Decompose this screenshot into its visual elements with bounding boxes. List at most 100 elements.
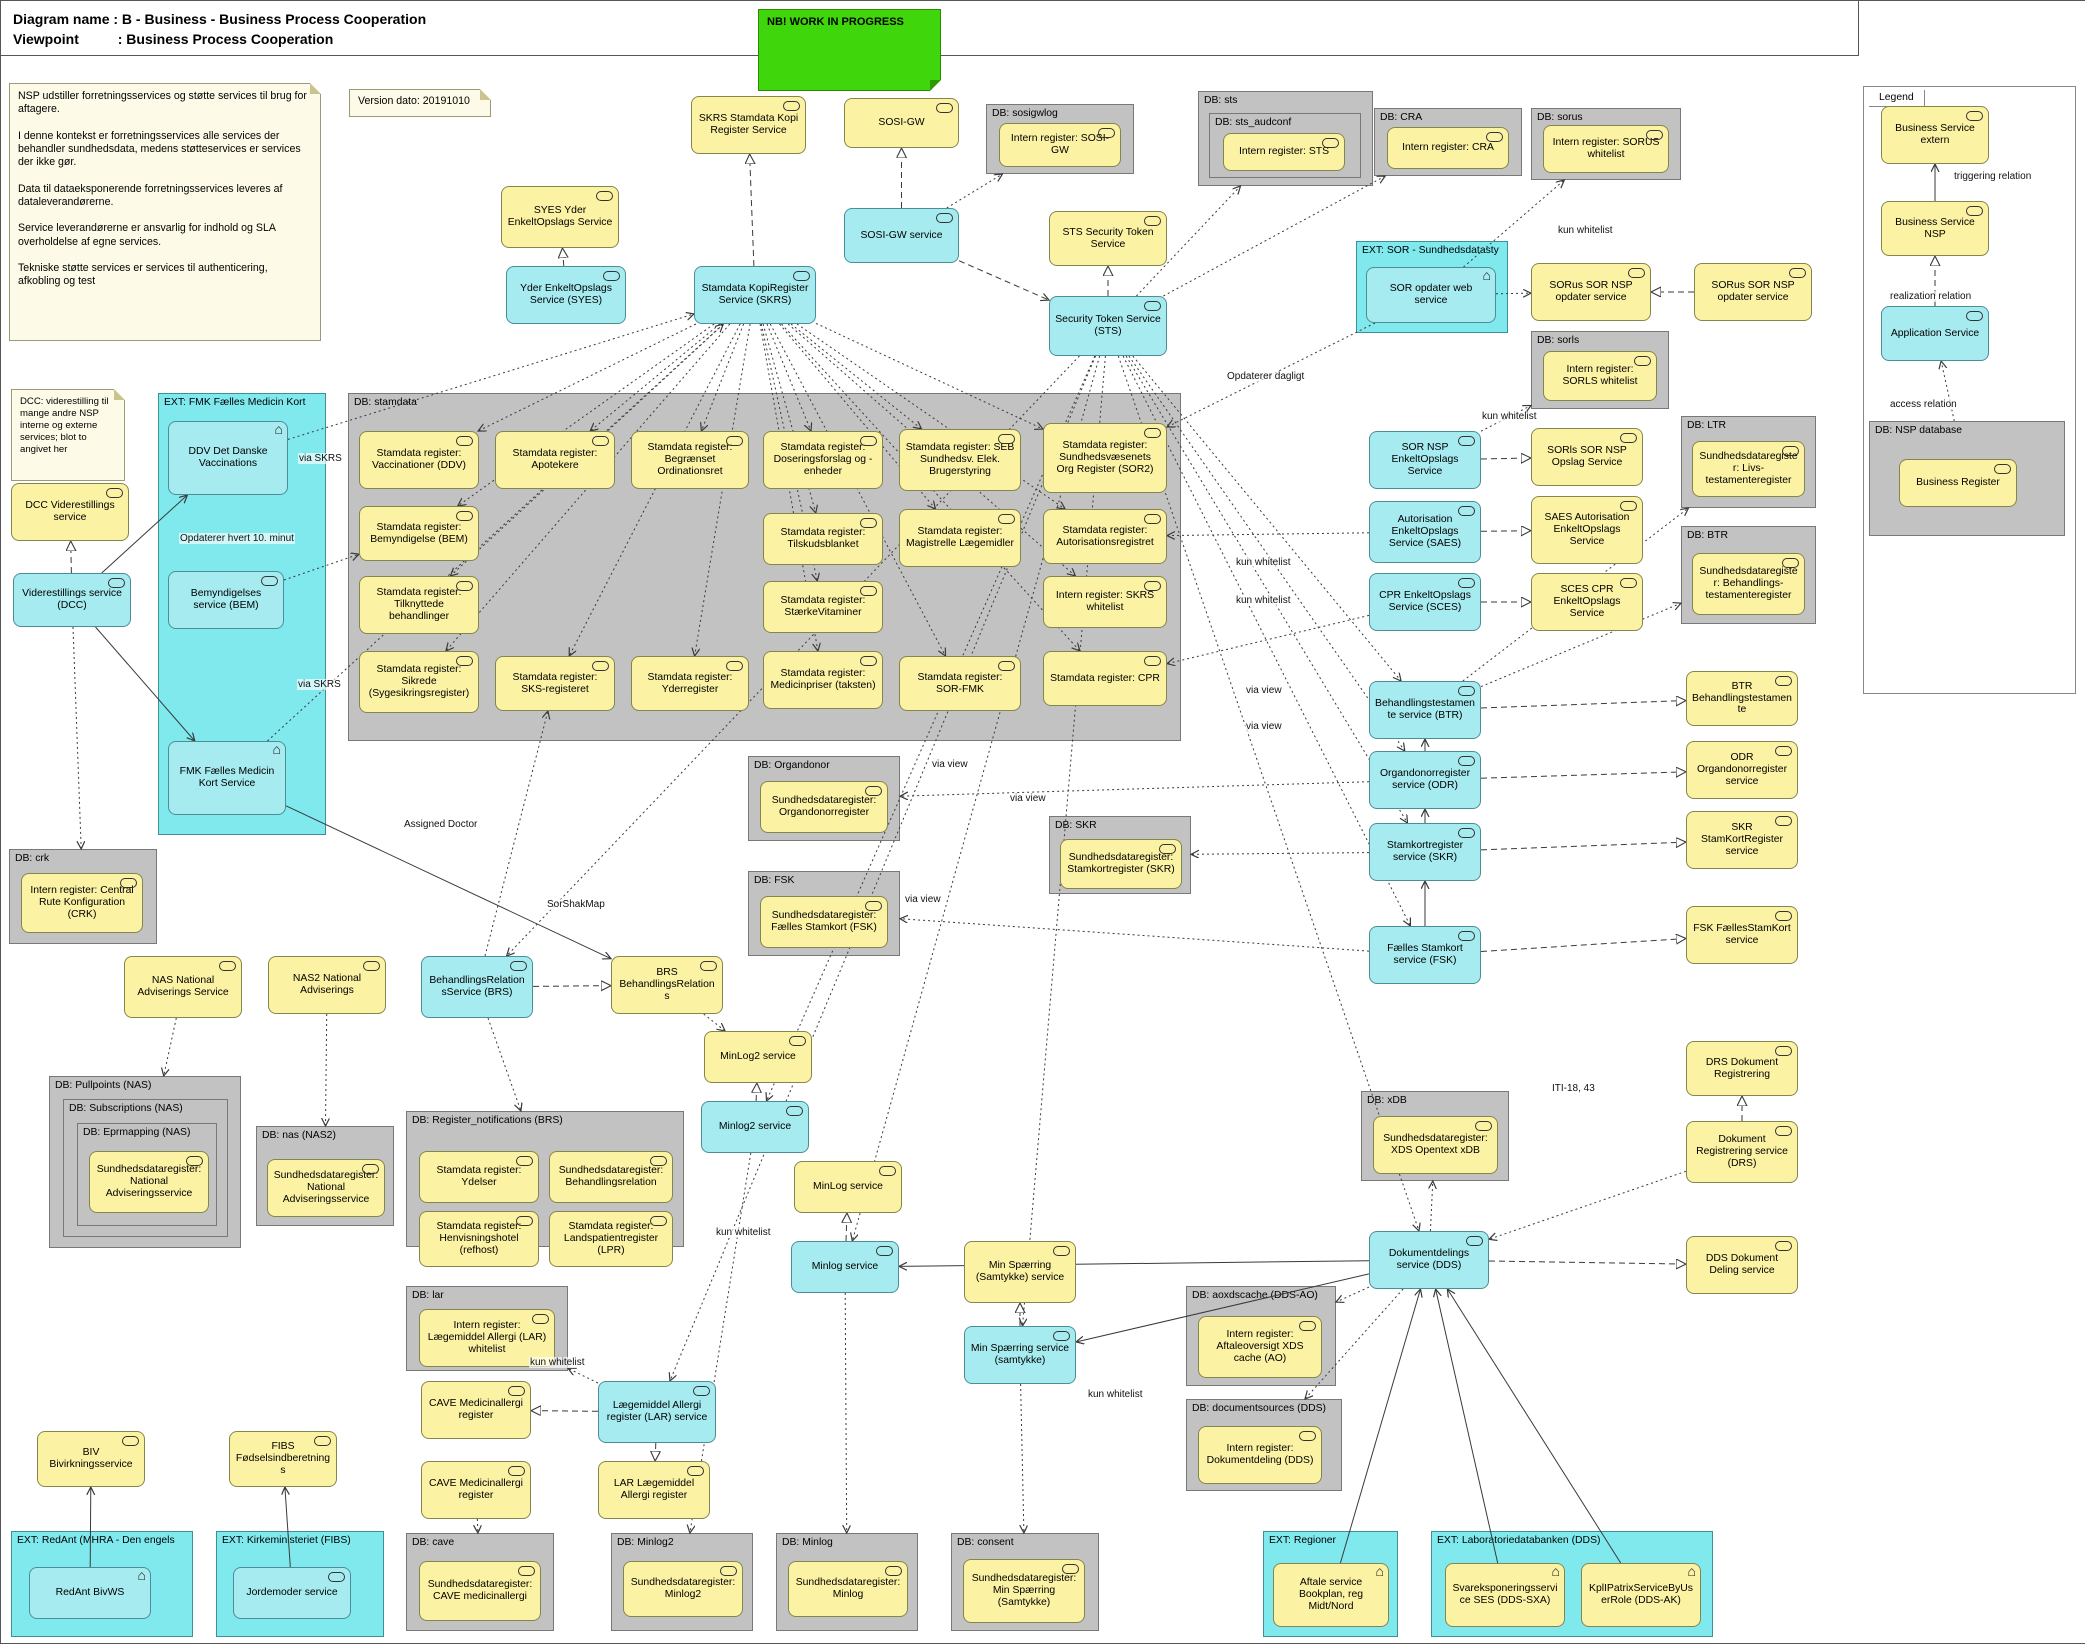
node-cpr-sces[interactable]: CPR EnkeltOpslags Service (SCES) bbox=[1369, 573, 1481, 631]
node-leg-breg[interactable]: Business Register bbox=[1899, 459, 2017, 507]
node-reg-sorus[interactable]: Intern register: SORUS whitelist bbox=[1543, 125, 1669, 173]
node-reg-skr[interactable]: Sundhedsdataregister: Stamkortregister (… bbox=[1060, 839, 1182, 889]
node-fmk-service[interactable]: FMK Fælles Medicin Kort Service⌂ bbox=[168, 741, 286, 815]
node-sd-seb[interactable]: Stamdata register: SEB Sundhedsv. Elek. … bbox=[899, 429, 1021, 491]
node-leg-bse[interactable]: Business Service extern bbox=[1881, 106, 1989, 164]
node-cave1[interactable]: CAVE Medicinallergi register bbox=[421, 1381, 531, 1439]
node-reg-btr[interactable]: Sundhedsdataregister: Behandlings-testam… bbox=[1692, 553, 1805, 615]
node-leg-bsn[interactable]: Business Service NSP bbox=[1881, 201, 1989, 256]
node-reg-dds[interactable]: Intern register: Dokumentdeling (DDS) bbox=[1198, 1426, 1322, 1484]
node-reg-ydelser[interactable]: Stamdata register: Ydelser bbox=[419, 1151, 539, 1203]
node-bem-service[interactable]: Bemyndigelses service (BEM) bbox=[168, 571, 284, 629]
node-brs-y[interactable]: BRS BehandlingsRelations bbox=[611, 956, 723, 1014]
node-autorisation-saes[interactable]: Autorisation EnkeltOpslags Service (SAES… bbox=[1369, 501, 1481, 563]
node-reg-fsk[interactable]: Sundhedsdataregister: Fælles Stamkort (F… bbox=[760, 896, 888, 948]
node-sd-auth[interactable]: Stamdata register: Autorisationsregistre… bbox=[1043, 509, 1167, 564]
node-reg-henvis[interactable]: Stamdata register: Henvisningshotel (ref… bbox=[419, 1211, 539, 1267]
node-reg-cave[interactable]: Sundhedsdataregister: CAVE medicinallerg… bbox=[419, 1561, 541, 1621]
node-brs-service[interactable]: BehandlingsRelationsService (BRS) bbox=[421, 956, 533, 1018]
node-reg-organdonor[interactable]: Sundhedsdataregister: Organdonorregister bbox=[760, 781, 888, 833]
node-sosi-gw-service[interactable]: SOSI-GW service bbox=[844, 208, 959, 263]
node-sts-security[interactable]: STS Security Token Service bbox=[1049, 211, 1167, 266]
node-reg-lpr[interactable]: Stamdata register: Landspatientregister … bbox=[549, 1211, 673, 1267]
node-syes-yder[interactable]: SYES Yder EnkeltOpslags Service bbox=[501, 186, 619, 248]
node-dds-service[interactable]: Dokumentdelings service (DDS) bbox=[1369, 1231, 1489, 1289]
node-reg-sts[interactable]: Intern register: STS bbox=[1223, 133, 1345, 171]
node-sd-apo[interactable]: Stamdata register: Apotekere bbox=[495, 431, 615, 489]
node-sd-staerke[interactable]: Stamdata register: StærkeVitaminer bbox=[763, 581, 883, 633]
node-jordemoder[interactable]: Jordemoder service bbox=[233, 1567, 351, 1619]
node-yder-syes[interactable]: Yder EnkeltOpslags Service (SYES) bbox=[506, 266, 626, 324]
node-sorus-sor-1[interactable]: SORus SOR NSP opdater service bbox=[1531, 263, 1651, 321]
node-sd-tilskud[interactable]: Stamdata register: Tilskudsblanket bbox=[763, 513, 883, 565]
node-ddv-det[interactable]: DDV Det Danske Vaccinations⌂ bbox=[168, 421, 288, 495]
node-sorus-sor-2[interactable]: SORus SOR NSP opdater service bbox=[1694, 263, 1812, 321]
node-sor-opdater[interactable]: SOR opdater web service⌂ bbox=[1366, 267, 1496, 323]
node-sd-sorfmk[interactable]: Stamdata register: SOR-FMK bbox=[899, 656, 1021, 711]
node-sd-med[interactable]: Stamdata register: Medicinpriser (takste… bbox=[763, 651, 883, 709]
node-sces[interactable]: SCES CPR EnkeltOpslags Service bbox=[1531, 573, 1643, 631]
node-cave2[interactable]: CAVE Medicinallergi register bbox=[421, 1461, 531, 1519]
node-sd-sikrede[interactable]: Stamdata register: Sikrede (Sygesikrings… bbox=[359, 651, 479, 713]
node-viderestillings-dcc[interactable]: Viderestillings service (DCC) bbox=[13, 573, 131, 627]
node-sosi-gw-y[interactable]: SOSI-GW bbox=[844, 98, 959, 148]
node-kpll[interactable]: KplIPatrixServiceByUserRole (DDS-AK)⌂ bbox=[1581, 1563, 1701, 1627]
node-reg-sorls[interactable]: Intern register: SORLS whitelist bbox=[1543, 351, 1657, 401]
node-lar-service[interactable]: Lægemiddel Allergi register (LAR) servic… bbox=[598, 1381, 716, 1443]
node-stamdata-skrs[interactable]: Stamdata KopiRegister Service (SKRS) bbox=[694, 266, 816, 324]
node-reg-nas2[interactable]: Sundhedsdataregister: National Adviserin… bbox=[267, 1159, 385, 1217]
node-reg-nas[interactable]: Sundhedsdataregister: National Adviserin… bbox=[89, 1151, 209, 1213]
node-sd-ddv[interactable]: Stamdata register: Vaccinationer (DDV) bbox=[359, 431, 479, 489]
node-security-sts[interactable]: Security Token Service (STS) bbox=[1049, 296, 1167, 356]
node-sd-tilkn[interactable]: Stamdata register: Tilknyttede behandlin… bbox=[359, 576, 479, 634]
node-reg-ltr[interactable]: Sundhedsdataregister: Livs-testamentereg… bbox=[1692, 441, 1805, 497]
node-reg-cra[interactable]: Intern register: CRA bbox=[1387, 127, 1509, 169]
node-sd-dos[interactable]: Stamdata register: Doseringsforslag og -… bbox=[763, 431, 883, 489]
node-minsp-c[interactable]: Min Spærring service (samtykke) bbox=[964, 1326, 1076, 1384]
node-leg-as[interactable]: Application Service bbox=[1881, 306, 1989, 361]
node-reg-consent[interactable]: Sundhedsdataregister: Min Spærring (Samt… bbox=[963, 1559, 1085, 1623]
node-sd-begr[interactable]: Stamdata register: Begrænset Ordinations… bbox=[631, 431, 749, 489]
node-odr-service[interactable]: Organdonorregister service (ODR) bbox=[1369, 751, 1481, 809]
node-skr-y[interactable]: SKR StamKortRegister service bbox=[1686, 811, 1798, 869]
node-minlog-y[interactable]: MinLog service bbox=[794, 1161, 902, 1213]
node-int-skrs-wl[interactable]: Intern register: SKRS whitelist bbox=[1043, 576, 1167, 628]
node-sd-sor2[interactable]: Stamdata register: Sundhedsvæsenets Org … bbox=[1043, 423, 1167, 493]
node-biv[interactable]: BIV Bivirkningsservice bbox=[37, 1431, 145, 1487]
node-redant-bivws[interactable]: RedAnt BivWS⌂ bbox=[29, 1567, 151, 1619]
node-minlog2-y[interactable]: MinLog2 service bbox=[704, 1031, 812, 1083]
node-minlog2-c[interactable]: Minlog2 service bbox=[701, 1101, 809, 1153]
node-sd-mag[interactable]: Stamdata register: Magistrelle Lægemidle… bbox=[899, 509, 1021, 567]
node-reg-sosigw[interactable]: Intern register: SOSI-GW bbox=[999, 123, 1121, 167]
node-svarekspo[interactable]: Svareksponeringsservice SES (DDS-SXA)⌂ bbox=[1445, 1563, 1565, 1627]
node-reg-minlog2[interactable]: Sundhedsdataregister: Minlog2 bbox=[623, 1561, 743, 1617]
node-btr-service[interactable]: Behandlingstestamente service (BTR) bbox=[1369, 681, 1481, 739]
node-reg-crk[interactable]: Intern register: Central Rute Konfigurat… bbox=[21, 873, 143, 933]
node-sd-yder[interactable]: Stamdata register: Yderregister bbox=[631, 656, 749, 711]
node-legend-panel[interactable]: Legend bbox=[1863, 86, 2076, 694]
node-dds-y[interactable]: DDS Dokument Deling service bbox=[1686, 1236, 1798, 1294]
node-dcc-y[interactable]: DCC Viderestillings service bbox=[11, 483, 129, 541]
node-sorls-opslag[interactable]: SORls SOR NSP Opslag Service bbox=[1531, 428, 1643, 486]
node-sor-nsp[interactable]: SOR NSP EnkeltOpslags Service bbox=[1369, 431, 1481, 489]
node-fsk-y[interactable]: FSK FællesStamKort service bbox=[1686, 906, 1798, 964]
node-skrs-kopi[interactable]: SKRS Stamdata Kopi Register Service bbox=[691, 96, 806, 154]
node-fibs[interactable]: FIBS Fødselsindberetnings bbox=[229, 1431, 337, 1487]
node-skr-service[interactable]: Stamkortregister service (SKR) bbox=[1369, 823, 1481, 881]
node-nas[interactable]: NAS National Adviserings Service bbox=[124, 956, 242, 1018]
node-nas2[interactable]: NAS2 National Adviserings bbox=[268, 956, 386, 1014]
node-saes[interactable]: SAES Autorisation EnkeltOpslags Service bbox=[1531, 496, 1643, 564]
node-drs-service[interactable]: Dokument Registrering service (DRS) bbox=[1686, 1121, 1798, 1183]
node-odr-y[interactable]: ODR Organdonorregister service bbox=[1686, 741, 1798, 799]
node-sd-bem[interactable]: Stamdata register: Bemyndigelse (BEM) bbox=[359, 506, 479, 561]
node-btr-y[interactable]: BTR Behandlingstestamente bbox=[1686, 671, 1798, 726]
node-reg-minlog[interactable]: Sundhedsdataregister: Minlog bbox=[788, 1561, 908, 1617]
node-lar-y[interactable]: LAR Lægemiddel Allergi register bbox=[598, 1461, 710, 1519]
node-drs-y[interactable]: DRS Dokument Registrering bbox=[1686, 1041, 1798, 1096]
node-aftale-service[interactable]: Aftale service Bookplan, reg Midt/Nord⌂ bbox=[1273, 1563, 1389, 1627]
node-fsk-service[interactable]: Fælles Stamkort service (FSK) bbox=[1369, 926, 1481, 984]
node-sd-sks[interactable]: Stamdata register: SKS-registeret bbox=[495, 656, 615, 711]
node-sd-cpr[interactable]: Stamdata register: CPR bbox=[1043, 651, 1167, 706]
node-reg-ao[interactable]: Intern register: Aftaleoversigt XDS cach… bbox=[1198, 1316, 1322, 1378]
node-reg-xdb[interactable]: Sundhedsdataregister: XDS Opentext xDB bbox=[1373, 1116, 1498, 1174]
